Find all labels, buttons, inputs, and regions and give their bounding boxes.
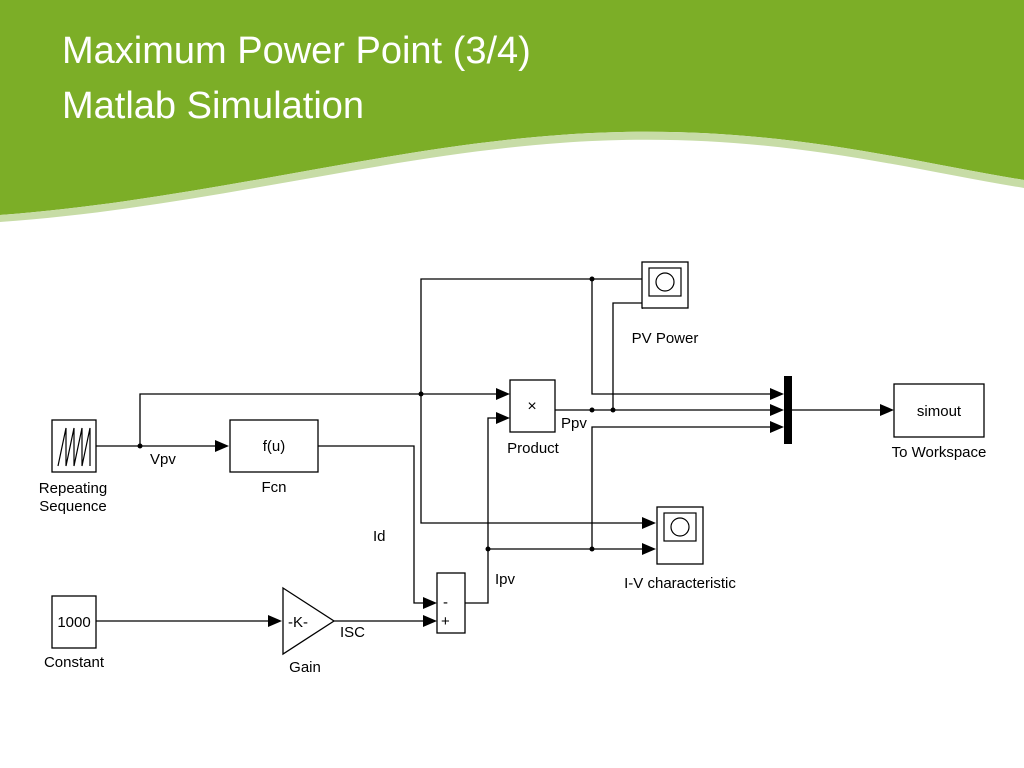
pv-power-scope-block[interactable]: PV Power (632, 261, 699, 347)
repeating-sequence-label-1: Repeating (39, 480, 107, 497)
sawtooth-icon (57, 427, 91, 467)
slide-title-line1: Maximum Power Point (3/4) (62, 30, 531, 72)
gain-text: -K- (288, 614, 308, 631)
to-workspace-label: To Workspace (892, 444, 987, 461)
wires (96, 273, 894, 627)
sum-block[interactable]: - + (436, 572, 466, 634)
signal-label-id: Id (373, 528, 386, 545)
signal-label-isc: ISC (340, 624, 365, 641)
constant-block[interactable]: 1000 Constant (44, 595, 105, 671)
fcn-block[interactable]: f(u) Fcn (229, 419, 319, 496)
sum-plus-sign: + (441, 613, 450, 630)
repeating-sequence-label-2: Sequence (39, 498, 107, 515)
iv-characteristic-label: I-V characteristic (624, 575, 736, 592)
iv-characteristic-scope-block[interactable]: I-V characteristic (624, 506, 736, 592)
constant-label: Constant (44, 654, 105, 671)
signal-label-ipv: Ipv (495, 571, 516, 588)
constant-text: 1000 (57, 614, 90, 631)
product-block[interactable]: × Product (507, 379, 560, 457)
fcn-label: Fcn (261, 479, 286, 496)
pv-power-label: PV Power (632, 330, 699, 347)
fcn-text: f(u) (263, 438, 286, 455)
scope-screen-icon (663, 512, 697, 542)
product-label: Product (507, 440, 560, 457)
mux-block[interactable] (784, 376, 792, 444)
to-workspace-block[interactable]: simout To Workspace (892, 383, 987, 461)
signal-label-vpv: Vpv (150, 451, 176, 468)
gain-label: Gain (289, 659, 321, 676)
repeating-sequence-block[interactable]: Repeating Sequence (39, 419, 107, 515)
scope-screen-icon (648, 267, 682, 297)
to-workspace-text: simout (917, 403, 962, 420)
product-text: × (527, 398, 536, 415)
header-band (0, 0, 1024, 215)
signal-label-ppv: Ppv (561, 415, 587, 432)
sum-minus-sign: - (443, 594, 448, 611)
gain-block[interactable]: -K- Gain (282, 586, 336, 676)
slide-title-line2: Matlab Simulation (62, 85, 364, 127)
